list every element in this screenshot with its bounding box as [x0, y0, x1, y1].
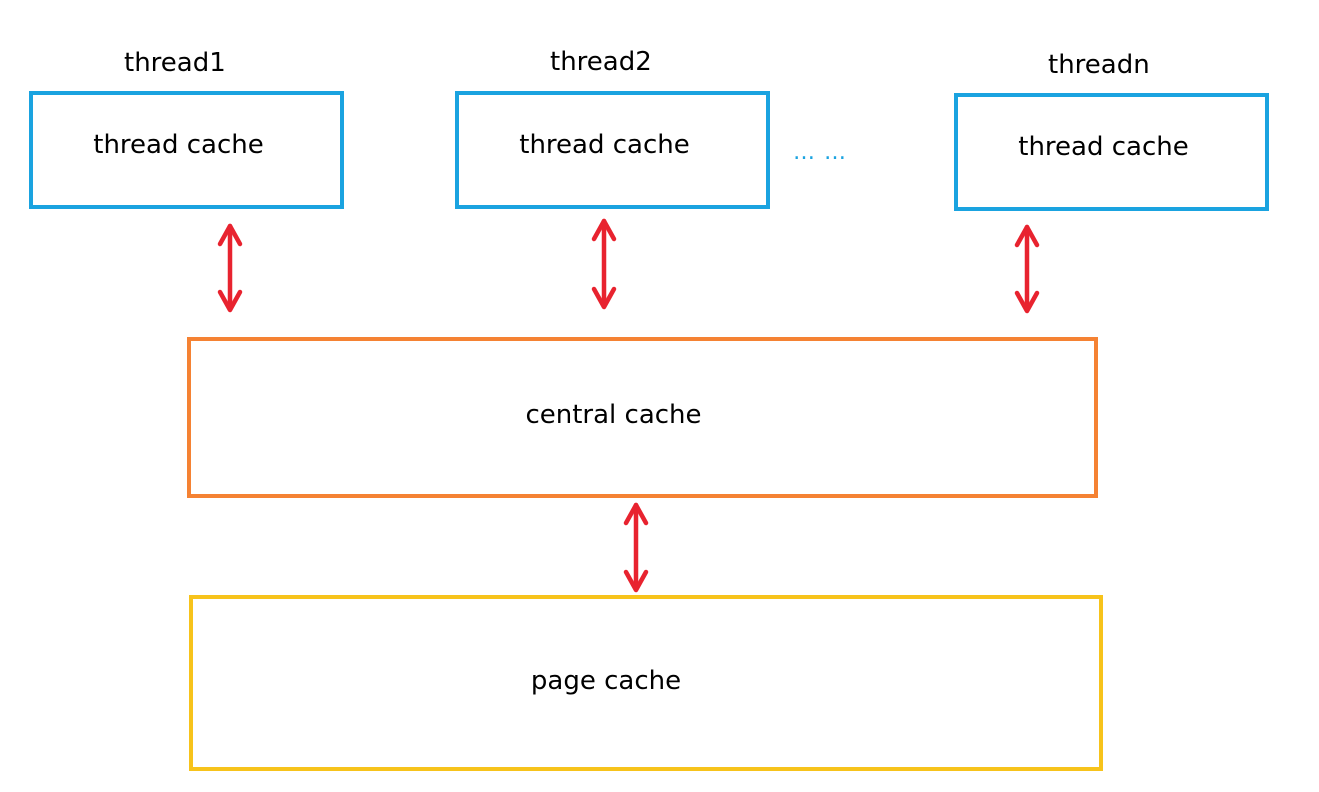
threadn-label: threadn [1048, 50, 1150, 80]
central-cache-label: central cache [525, 399, 702, 430]
arrow-thread2-central [591, 218, 617, 310]
thread-cache-box-2: thread cache [455, 91, 770, 209]
thread-cache-label-1: thread cache [93, 130, 264, 160]
central-cache-box: central cache [187, 337, 1098, 498]
page-cache-box: page cache [189, 595, 1103, 771]
ellipsis-text: … … [793, 140, 847, 165]
thread1-label: thread1 [124, 48, 226, 78]
thread-cache-box-n: thread cache [954, 93, 1269, 211]
page-cache-label: page cache [530, 666, 682, 696]
thread-cache-label-n: thread cache [1018, 132, 1189, 162]
thread-cache-box-1: thread cache [29, 91, 344, 209]
arrow-threadn-central [1014, 224, 1040, 314]
arrow-central-page [623, 502, 649, 593]
thread2-label: thread2 [550, 47, 652, 77]
thread-cache-label-2: thread cache [519, 130, 690, 160]
arrow-thread1-central [217, 223, 243, 313]
